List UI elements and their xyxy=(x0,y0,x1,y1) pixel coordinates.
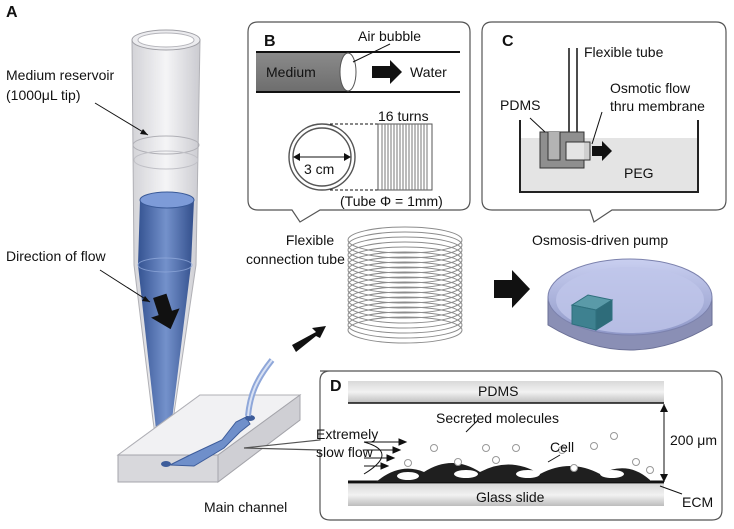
panel-d-letter: D xyxy=(330,378,342,395)
flow-arrow xyxy=(151,293,180,330)
link-arrow-1 xyxy=(292,326,326,352)
secreted-molecules-label: Secreted molecules xyxy=(436,410,559,426)
turns-label: 16 turns xyxy=(378,108,429,124)
osmotic-flow-label-1: Osmotic flow xyxy=(610,80,691,96)
tube-spec-label: (Tube Φ = 1mm) xyxy=(340,193,443,209)
panel-b-letter: B xyxy=(264,33,276,50)
direction-of-flow-label: Direction of flow xyxy=(6,248,106,264)
panel-d-callout xyxy=(243,370,723,521)
panel-c-callout xyxy=(481,21,727,223)
cell-label: Cell xyxy=(550,439,575,455)
microfluidic-chip xyxy=(116,358,302,484)
pump-label: Osmosis-driven pump xyxy=(532,232,669,248)
main-channel-label: Main channel xyxy=(204,499,288,515)
height-label: 200 μm xyxy=(670,432,717,448)
pdms-label-d: PDMS xyxy=(478,383,519,399)
coil-turns xyxy=(381,124,428,190)
reservoir-leader xyxy=(94,102,149,136)
glass-slide-label: Glass slide xyxy=(476,489,545,505)
flexible-tube-label-2: connection tube xyxy=(246,251,345,267)
peg-label: PEG xyxy=(624,165,654,181)
air-bubble-label: Air bubble xyxy=(358,28,422,44)
reservoir-label: Medium reservoir xyxy=(6,67,115,83)
pipette-tip xyxy=(131,29,201,471)
diameter-label: 3 cm xyxy=(304,161,335,177)
flexible-tube-label-1: Flexible xyxy=(285,232,335,248)
water-label: Water xyxy=(410,64,447,80)
osmotic-flow-label-2: thru membrane xyxy=(610,98,705,114)
panel-a-letter: A xyxy=(6,4,18,21)
flexible-tube-label: Flexible tube xyxy=(584,44,664,60)
secreted-molecules xyxy=(404,432,654,474)
osmosis-pump-dish xyxy=(547,258,713,351)
panel-c-letter: C xyxy=(502,33,514,50)
coil-tube xyxy=(347,226,463,344)
reservoir-sublabel: (1000μL tip) xyxy=(6,87,81,103)
slow-flow-arrows xyxy=(363,438,408,475)
medium-label: Medium xyxy=(266,64,316,80)
panel-b-callout xyxy=(247,21,471,223)
pdms-label-c: PDMS xyxy=(500,97,541,113)
ecm-label: ECM xyxy=(682,494,714,510)
link-arrow-2 xyxy=(494,270,530,308)
slow-flow-label-1: Extremely xyxy=(316,426,379,442)
water-arrow xyxy=(372,60,402,84)
slow-flow-label-2: slow flow xyxy=(316,444,373,460)
flow-leader xyxy=(99,269,151,303)
